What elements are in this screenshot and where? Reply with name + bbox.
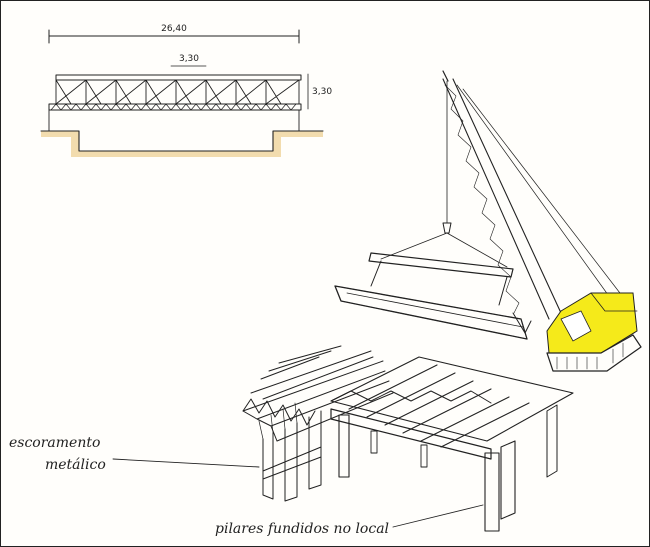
pillar-2 xyxy=(484,452,500,532)
span-dimension-label: 26,40 xyxy=(161,24,187,34)
pillar-1 xyxy=(338,414,350,478)
annotations: escoramento metálico pilares fundidos no… xyxy=(9,435,484,537)
module-dimension-label: 3,30 xyxy=(179,54,199,64)
beam-profile-lines xyxy=(334,285,528,340)
metal-shoring xyxy=(262,410,322,502)
roof-zigzag-left xyxy=(242,398,316,426)
pendant-cables xyxy=(456,84,624,300)
suspended-element xyxy=(334,252,532,340)
cab-roof-edge xyxy=(590,292,638,312)
roof-zigzag-right xyxy=(330,390,492,404)
crawler-track xyxy=(546,334,642,372)
pillar-4 xyxy=(546,404,558,478)
spreader-beam xyxy=(368,252,514,278)
beam-end-section xyxy=(512,312,532,334)
roof-plates-right xyxy=(330,356,574,448)
roof-plates-left xyxy=(242,345,394,442)
boom-tip xyxy=(442,70,449,82)
ground-line xyxy=(40,130,324,152)
truss-bottom-chord xyxy=(48,103,302,111)
pillar-3 xyxy=(500,440,516,520)
cab-window xyxy=(560,310,592,342)
interior-supports xyxy=(370,430,428,468)
hook-block xyxy=(442,222,452,234)
truss-top-chord xyxy=(55,74,302,81)
shoring-heads xyxy=(258,402,298,440)
truss-bottom-lacing xyxy=(50,103,297,111)
label-pillars: pilares fundidos no local xyxy=(215,521,389,537)
sling-lines xyxy=(380,232,508,268)
crane-boom xyxy=(442,78,562,320)
label-bracing-line2: metálico xyxy=(45,457,106,473)
crane-cab xyxy=(546,292,638,354)
leader-pillars xyxy=(392,504,484,528)
leader-bracing xyxy=(112,458,260,468)
label-bracing-line1: escoramento xyxy=(9,435,100,451)
precast-roof-beam xyxy=(334,285,528,340)
track-treads xyxy=(556,342,624,370)
spreader-hangers xyxy=(370,260,508,306)
transverse-beam xyxy=(330,408,492,460)
truss-web xyxy=(55,79,300,105)
height-dimension-label: 3,30 xyxy=(312,87,332,97)
elevation-drawing: 26,40 3,30 3,30 xyxy=(40,24,332,157)
crane xyxy=(380,70,642,372)
ground-fill xyxy=(41,131,323,157)
structure xyxy=(242,345,574,532)
